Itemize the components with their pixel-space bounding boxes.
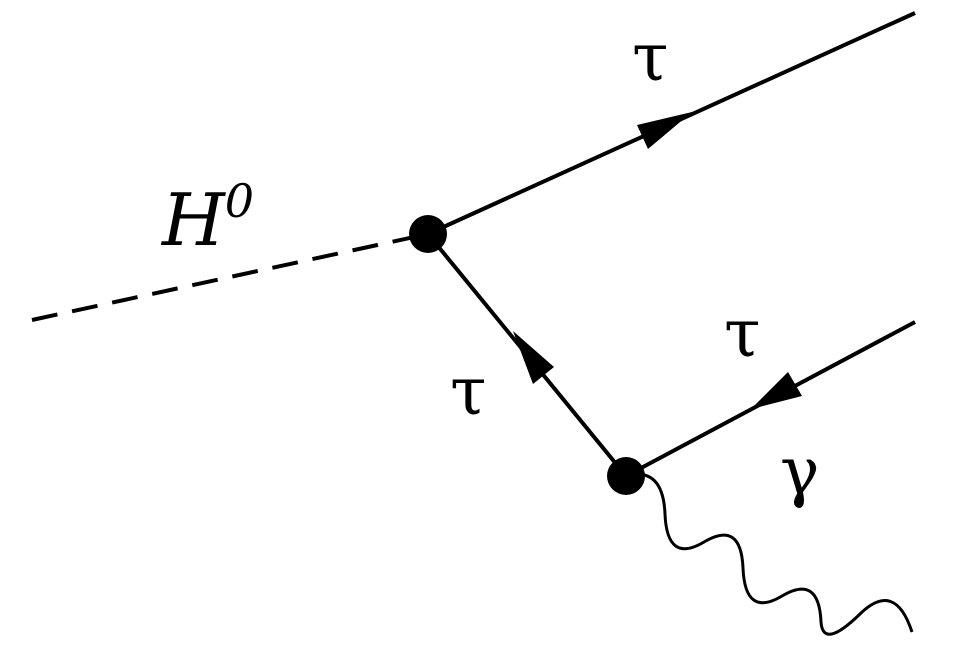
tau-internal-label: τ	[450, 353, 487, 430]
vertex-higgs-tau	[409, 215, 447, 253]
higgs-propagator	[31, 232, 429, 322]
higgs-label-superscript: 0	[225, 174, 254, 228]
vertex-tau-photon	[607, 457, 645, 495]
photon-line	[625, 472, 914, 636]
tau-bottom-arrow-icon	[751, 372, 802, 409]
photon-label: γ	[780, 433, 819, 510]
tau-top-label: τ	[632, 19, 669, 96]
tau-top-arrow-icon	[637, 112, 692, 149]
higgs-label-base: H	[160, 178, 226, 262]
tau-internal-arrow-icon	[513, 331, 554, 384]
tau-bottom-label: τ	[724, 295, 761, 372]
higgs-label: H0	[160, 174, 254, 262]
